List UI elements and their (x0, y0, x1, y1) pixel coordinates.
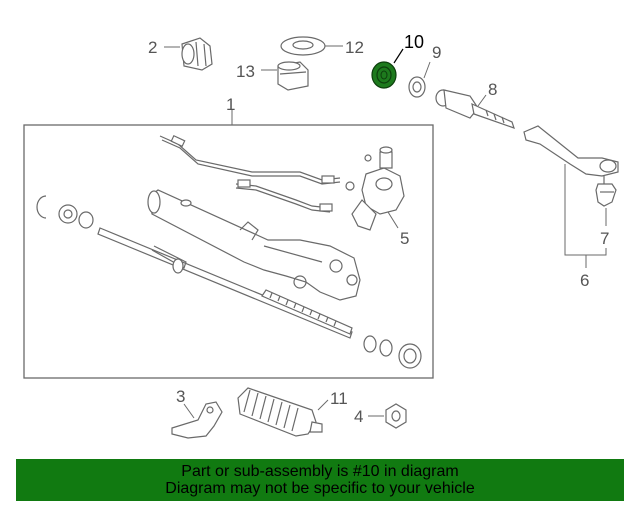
part-6-tie-rod-end[interactable] (523, 125, 619, 177)
callout-5[interactable]: 5 (400, 229, 409, 248)
gear-housing[interactable] (147, 189, 361, 301)
part-9-washer[interactable] (408, 76, 426, 98)
part-10-seal-highlighted[interactable] (371, 61, 397, 89)
part-12-washer[interactable] (280, 36, 326, 56)
notice-banner: Part or sub-assembly is #10 in diagram D… (16, 459, 624, 501)
callout-8[interactable]: 8 (488, 80, 497, 99)
right-seals[interactable] (363, 335, 422, 369)
part-5-valve-body[interactable] (345, 146, 405, 231)
part-8-tie-rod[interactable] (435, 89, 515, 129)
part-2-bushing[interactable] (181, 37, 213, 71)
banner-line-1: Part or sub-assembly is #10 in diagram (181, 463, 459, 480)
callout-2[interactable]: 2 (148, 38, 157, 57)
steering-rack[interactable] (97, 227, 353, 339)
callout-10[interactable]: 10 (404, 32, 424, 52)
part-13-mount-cushion[interactable] (277, 61, 309, 91)
callout-12[interactable]: 12 (345, 38, 364, 57)
gearbox-assembly-frame (23, 124, 434, 379)
part-11-rack-boot[interactable] (237, 387, 323, 437)
callout-7[interactable]: 7 (600, 229, 609, 248)
banner-line-2: Diagram may not be specific to your vehi… (165, 480, 475, 497)
callout-3[interactable]: 3 (176, 387, 185, 406)
left-seals[interactable] (36, 195, 94, 229)
part-7-nut[interactable] (595, 176, 617, 207)
callout-11[interactable]: 11 (330, 389, 348, 408)
callout-4[interactable]: 4 (354, 407, 363, 426)
callout-1[interactable]: 1 (226, 95, 235, 114)
part-4-nut[interactable] (385, 403, 407, 429)
part-3-bracket[interactable] (171, 401, 223, 439)
callout-9[interactable]: 9 (432, 43, 441, 62)
callout-6[interactable]: 6 (580, 271, 589, 290)
feed-lines[interactable] (159, 134, 341, 213)
callout-13[interactable]: 13 (236, 62, 255, 81)
